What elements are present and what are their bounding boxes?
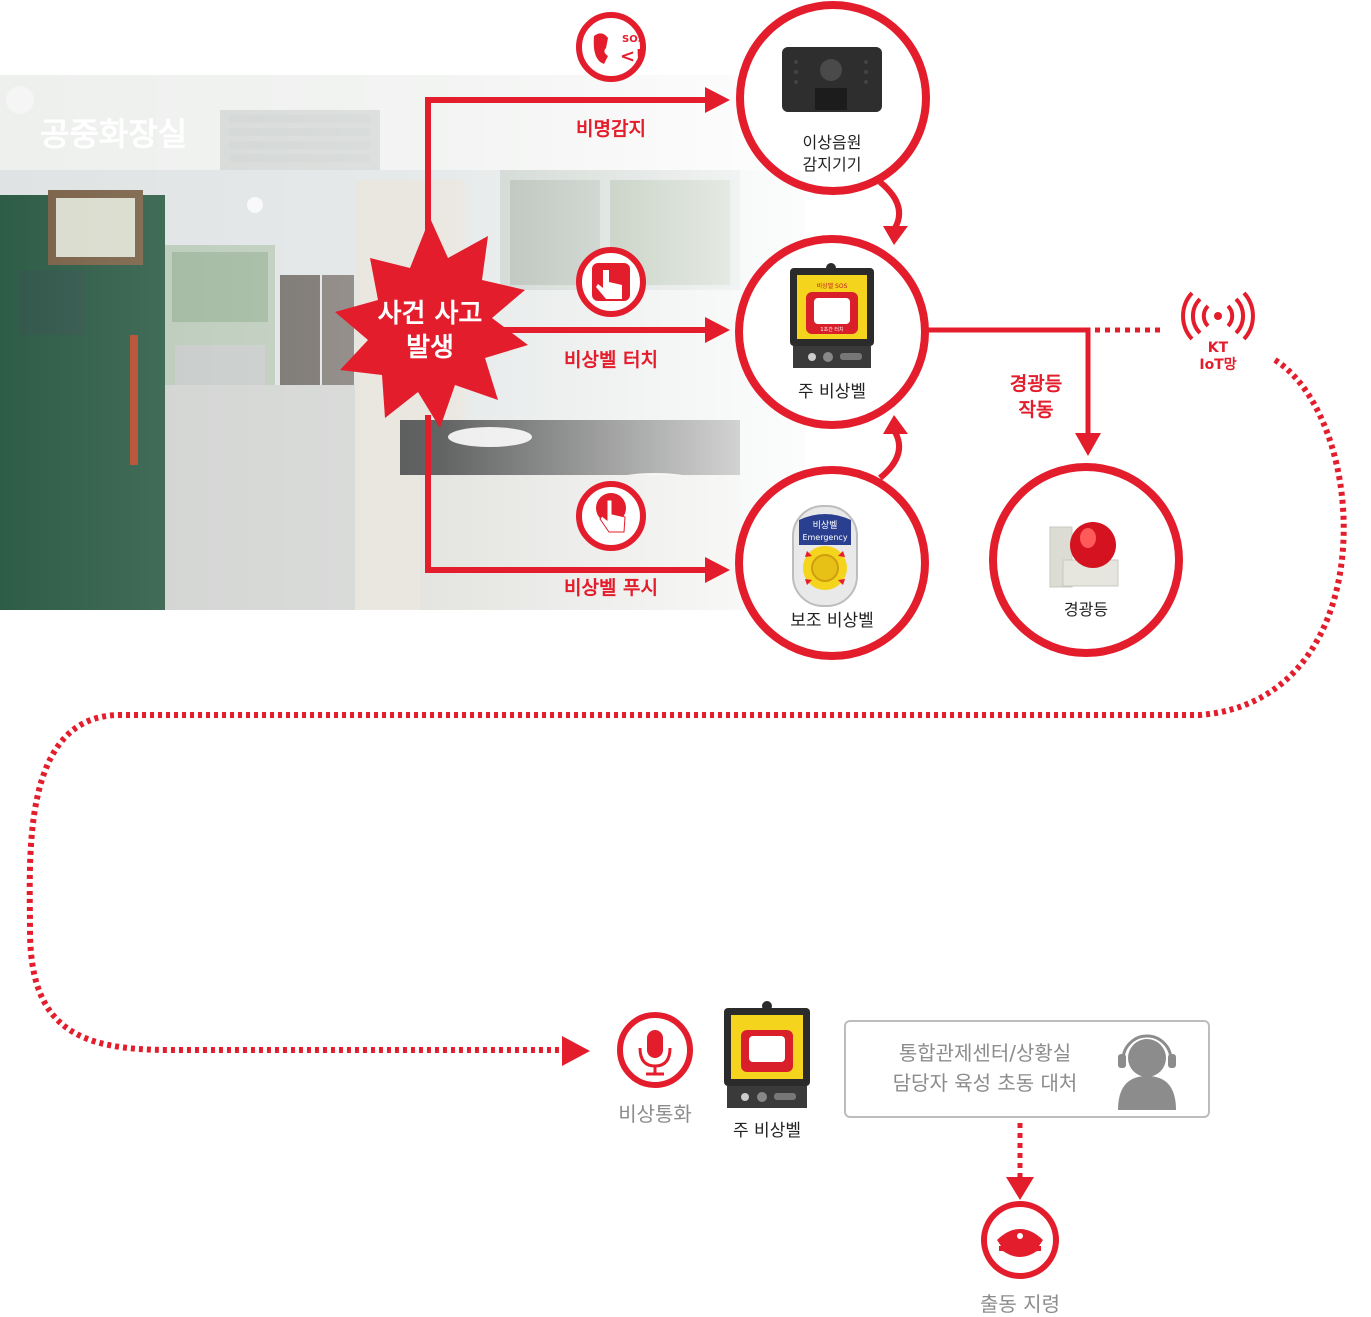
microphone-icon	[617, 1012, 693, 1088]
beacon-action-line1: 경광등	[1010, 373, 1062, 395]
sensor-device	[736, 1, 930, 195]
sos-shout-icon: SOS <!	[576, 12, 646, 82]
dispatch-label: 출동 지령	[980, 1292, 1060, 1316]
incident-starburst	[335, 218, 528, 428]
main-bell-screen-top: 비상벨 SOS	[817, 282, 848, 290]
trigger-arrows	[425, 97, 710, 573]
network-line1: KT	[1208, 340, 1229, 356]
main-bell-label: 주 비상벨	[798, 382, 866, 402]
aux-bell-top2: Emergency	[802, 533, 847, 542]
incident-line2: 발생	[406, 333, 454, 363]
wireless-signal-icon	[1181, 291, 1255, 341]
center-line2: 담당자 육성 초동 대처	[893, 1071, 1078, 1095]
hand-touch-icon	[576, 247, 646, 317]
network-route-dotted	[26, 357, 1347, 1053]
headset-operator-icon	[1118, 1034, 1176, 1110]
beacon-label: 경광등	[1064, 600, 1108, 619]
aux-bell-label: 보조 비상벨	[790, 611, 874, 631]
restroom-photo	[0, 75, 805, 610]
call-label: 비상통화	[618, 1102, 692, 1126]
police-cap-icon	[981, 1201, 1059, 1279]
control-center-box	[844, 1020, 1210, 1118]
trigger-label-touch: 비상벨 터치	[564, 349, 658, 371]
main-bell-device	[735, 235, 929, 429]
main-bell-small	[724, 1001, 810, 1108]
sensor-label-line1: 이상음원	[803, 133, 862, 152]
center-line1: 통합관제센터/상황실	[899, 1041, 1071, 1065]
aux-bell-top1: 비상벨	[813, 520, 838, 531]
trigger-label-push: 비상벨 푸시	[564, 577, 658, 599]
sensor-label-line2: 감지기기	[803, 155, 862, 174]
main-bell-screen-bottom: 1초간 터치	[820, 326, 843, 333]
incident-line1: 사건 사고	[378, 299, 483, 329]
beacon-connector	[926, 327, 1091, 440]
finger-press-icon	[576, 481, 646, 551]
device-connectors	[878, 179, 902, 481]
arrow-heads	[705, 87, 730, 583]
aux-bell-device	[735, 466, 929, 660]
network-line2: IoT망	[1199, 356, 1236, 373]
photo-label: 공중화장실	[40, 116, 187, 152]
beacon-action-line2: 작동	[1019, 399, 1054, 421]
response-bell-label: 주 비상벨	[733, 1121, 801, 1141]
beacon-device	[989, 463, 1183, 657]
trigger-label-scream: 비명감지	[576, 118, 646, 140]
svg-text:<!: <!	[620, 46, 643, 67]
svg-text:SOS: SOS	[622, 34, 645, 45]
